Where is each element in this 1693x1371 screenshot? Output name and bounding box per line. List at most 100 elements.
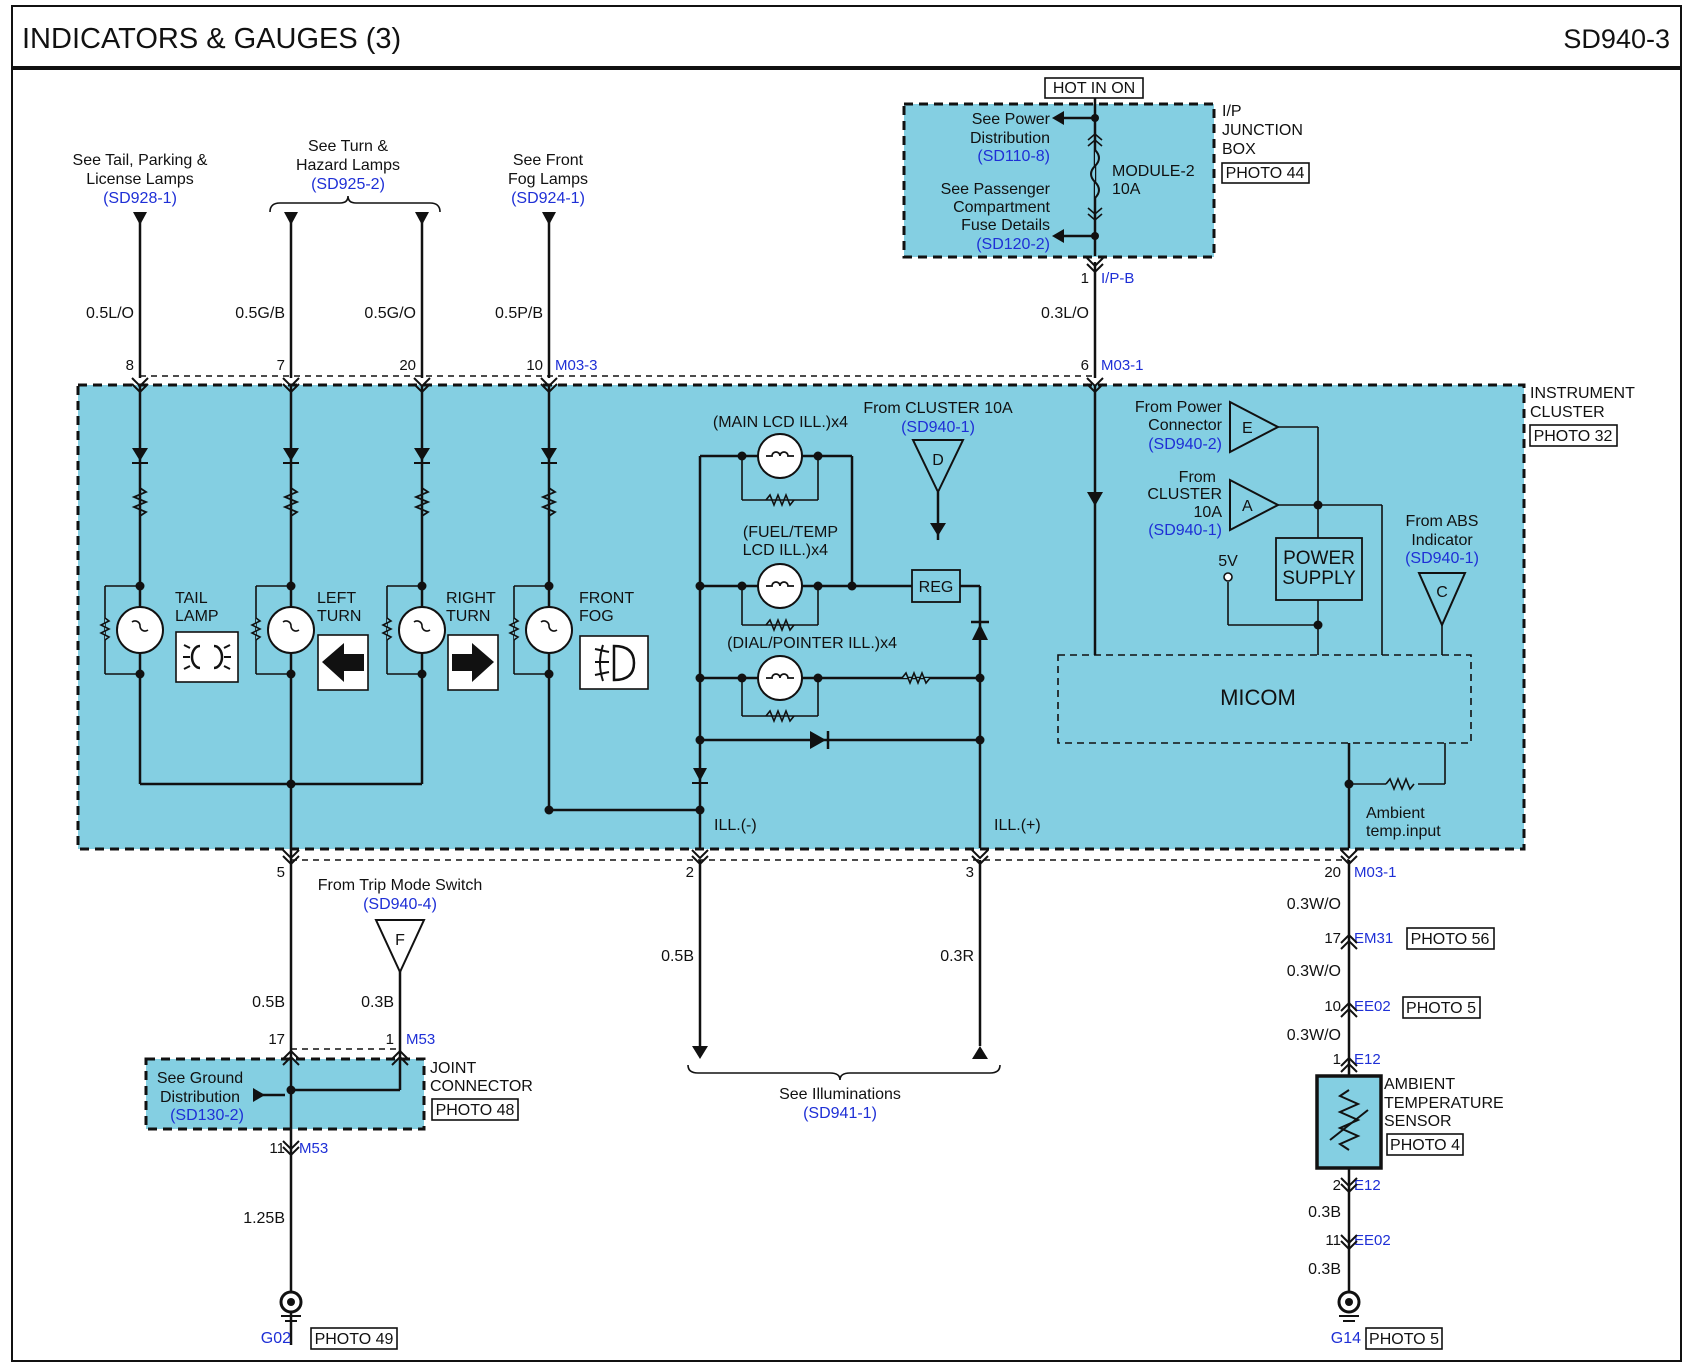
photo-56[interactable]: PHOTO 56 <box>1411 931 1490 948</box>
connector-em31[interactable]: EM31 <box>1354 930 1393 947</box>
jbox-label-2: JUNCTION <box>1222 122 1303 139</box>
abs-label-2: Indicator <box>1411 532 1473 549</box>
wire-fog: 0.5P/B <box>495 305 543 322</box>
wire-ee02-g14: 0.3B <box>1308 1261 1341 1278</box>
ambient-sensor-icon <box>1315 1074 1383 1170</box>
cluster-label-1: INSTRUMENT <box>1530 385 1635 402</box>
ground-g02[interactable]: G02 <box>261 1330 291 1347</box>
photo-5a-box[interactable] <box>1402 996 1481 1019</box>
illum-nodes <box>692 451 989 815</box>
connector-ee02-b[interactable]: EE02 <box>1354 1232 1391 1249</box>
page-frame <box>11 5 1682 1362</box>
pin-17: 17 <box>1324 930 1341 947</box>
photo-48[interactable]: PHOTO 48 <box>436 1102 515 1119</box>
connector-d-triangle <box>911 439 965 495</box>
ground-branch <box>253 848 402 1345</box>
photo-32-box[interactable] <box>1529 424 1618 447</box>
fog-lamp-ref[interactable]: See Front Fog Lamps (SD924-1) <box>508 152 588 207</box>
tail-lamp-circuit <box>99 448 164 679</box>
connector-chevron <box>282 849 300 866</box>
connector-a-triangle <box>1229 478 1281 532</box>
arrow-left-icon <box>1052 111 1064 125</box>
page-title: INDICATORS & GAUGES (3) <box>22 23 401 55</box>
trip-ref-link[interactable]: (SD940-4) <box>363 896 437 913</box>
pin-8: 8 <box>126 357 134 374</box>
connector-ipb[interactable]: I/P-B <box>1101 270 1134 287</box>
wire-ee02-e12: 0.3W/O <box>1287 1027 1341 1044</box>
power-ref-1: See Power <box>972 111 1051 128</box>
photo-4[interactable]: PHOTO 4 <box>1390 1137 1460 1154</box>
photo-32[interactable]: PHOTO 32 <box>1534 428 1613 445</box>
tail-ref-line1: See Tail, Parking & <box>73 152 208 169</box>
turn-ref-link[interactable]: (SD925-2) <box>311 176 385 193</box>
photo-48-box[interactable] <box>431 1098 519 1121</box>
main-lcd-label: (MAIN LCD ILL.)x4 <box>713 414 848 431</box>
abs-ref-link[interactable]: (SD940-1) <box>1405 550 1479 567</box>
photo-5b-box[interactable] <box>1365 1327 1443 1350</box>
pin-1-e12: 1 <box>1333 1051 1341 1068</box>
photo-49-box[interactable] <box>310 1327 398 1350</box>
power-ref-2: Distribution <box>970 130 1050 147</box>
illum-ref-link[interactable]: (SD941-1) <box>803 1105 877 1122</box>
connector-f-triangle <box>374 919 426 975</box>
fuel-label-2: LCD ILL.)x4 <box>743 542 828 559</box>
tail-lamp-ref[interactable]: See Tail, Parking & License Lamps (SD928… <box>73 152 208 207</box>
connector-ee02-a[interactable]: EE02 <box>1354 998 1391 1015</box>
tail-ref-link[interactable]: (SD928-1) <box>103 190 177 207</box>
resistor-icon <box>901 670 931 686</box>
from-cluster-link[interactable]: (SD940-1) <box>901 419 975 436</box>
photo-4-box[interactable] <box>1386 1133 1464 1156</box>
regulator-box <box>911 569 961 603</box>
photo-5b[interactable]: PHOTO 5 <box>1369 1331 1439 1348</box>
junction-dot <box>286 779 296 789</box>
ambient-label-1: Ambient <box>1366 805 1425 822</box>
connector-m03-3[interactable]: M03-3 <box>555 357 598 374</box>
ats-label-1: AMBIENT <box>1384 1076 1455 1093</box>
fog-ref-line1: See Front <box>513 152 584 169</box>
pc-label-2: Connector <box>1148 417 1222 434</box>
pass-ref-link[interactable]: (SD120-2) <box>976 236 1050 253</box>
photo-56-box[interactable] <box>1406 927 1495 950</box>
ground-g14[interactable]: G14 <box>1331 1330 1361 1347</box>
top-arrows <box>133 212 556 225</box>
connector-chevron <box>282 377 300 394</box>
connector-m53-b[interactable]: M53 <box>299 1140 328 1157</box>
pin-2-e12: 2 <box>1333 1177 1341 1194</box>
connector-chevron <box>282 1140 300 1157</box>
connector-m53-a[interactable]: M53 <box>406 1031 435 1048</box>
turn-lamp-ref[interactable]: See Turn & Hazard Lamps (SD925-2) <box>296 138 400 193</box>
regulator-label: REG <box>919 579 954 596</box>
connector-chevron <box>1340 933 1358 950</box>
pass-ref-3: Fuse Details <box>961 217 1050 234</box>
connector-m03-1-bottom[interactable]: M03-1 <box>1354 864 1397 881</box>
hot-in-on-label: HOT IN ON <box>1053 80 1135 97</box>
fuel-label-1: (FUEL/TEMP <box>743 524 838 541</box>
pc-ref-link[interactable]: (SD940-2) <box>1148 436 1222 453</box>
left-label-1: LEFT <box>317 590 356 607</box>
right-label-1: RIGHT <box>446 590 496 607</box>
connector-chevron <box>1340 849 1358 866</box>
gd-ref-link[interactable]: (SD130-2) <box>170 1107 244 1124</box>
fc-ref-link[interactable]: (SD940-1) <box>1148 522 1222 539</box>
photo-5a[interactable]: PHOTO 5 <box>1406 1000 1476 1017</box>
fog-ref-link[interactable]: (SD924-1) <box>511 190 585 207</box>
connector-e12-a[interactable]: E12 <box>1354 1051 1381 1068</box>
wire-ipb: 0.3L/O <box>1041 305 1089 322</box>
connector-chevron <box>1340 1234 1358 1251</box>
junction-box-zone <box>902 102 1216 259</box>
wire-m03-em31: 0.3W/O <box>1287 896 1341 913</box>
connector-e12-b[interactable]: E12 <box>1354 1177 1381 1194</box>
power-ref-link[interactable]: (SD110-8) <box>977 148 1050 165</box>
photo-44-box[interactable] <box>1221 162 1310 184</box>
connector-f: F <box>395 932 405 949</box>
left-turn-lamp-circuit <box>250 448 315 679</box>
photo-49[interactable]: PHOTO 49 <box>315 1331 394 1348</box>
left-label-2: TURN <box>317 608 361 625</box>
connector-m03-1-top[interactable]: M03-1 <box>1101 357 1144 374</box>
wire-em31-ee02: 0.3W/O <box>1287 963 1341 980</box>
ground-g02-icon <box>279 1290 303 1322</box>
abs-label-1: From ABS <box>1406 513 1479 530</box>
photo-44[interactable]: PHOTO 44 <box>1226 165 1305 182</box>
junction-dot <box>544 805 554 815</box>
wire-ill-pos: 0.3R <box>940 948 974 965</box>
